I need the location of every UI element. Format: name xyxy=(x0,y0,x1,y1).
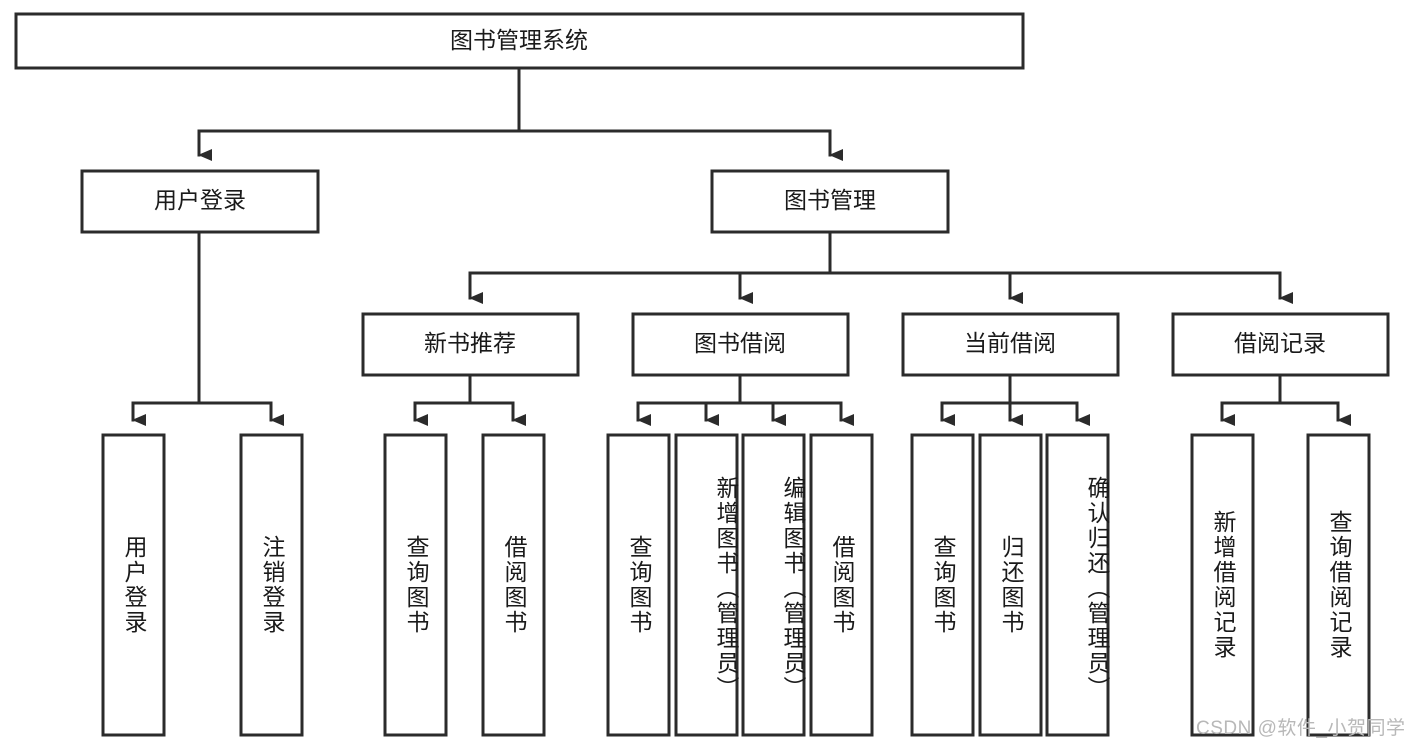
node-new-book-recommend-label: 新书推荐 xyxy=(424,330,516,356)
node-book-manage-box[interactable] xyxy=(710,169,950,234)
node-current-borrow-box[interactable] xyxy=(901,312,1120,377)
leaf-box-add-book[interactable] xyxy=(674,433,739,737)
node-book-borrow-box[interactable] xyxy=(631,312,850,377)
leaf-box-query-book-3[interactable] xyxy=(910,433,975,737)
leaf-box-add-record[interactable] xyxy=(1190,433,1255,737)
node-new-book-recommend[interactable]: 新书推荐 xyxy=(361,312,580,377)
node-borrow-record-box[interactable] xyxy=(1171,312,1390,377)
leaf-box-user-login[interactable] xyxy=(101,433,166,737)
csdn-watermark: CSDN @软件_小贺同学 xyxy=(1196,718,1405,739)
leaf-box-return-book[interactable] xyxy=(978,433,1043,737)
leaf-box-borrow-book-2[interactable] xyxy=(809,433,874,737)
node-new-book-recommend-box[interactable] xyxy=(361,312,580,377)
leaf-box-confirm-return[interactable] xyxy=(1045,433,1110,737)
node-user-login-label: 用户登录 xyxy=(154,187,246,213)
leaf-box-edit-book[interactable] xyxy=(741,433,806,737)
node-user-login-box[interactable] xyxy=(80,169,320,234)
connectors-root-to-level2 xyxy=(197,66,843,161)
node-borrow-record[interactable]: 借阅记录 xyxy=(1171,312,1390,377)
node-current-borrow[interactable]: 当前借阅 xyxy=(901,312,1120,377)
node-user-login[interactable]: 用户登录 xyxy=(80,169,320,234)
node-root-system-box[interactable] xyxy=(14,12,1025,70)
node-borrow-record-label: 借阅记录 xyxy=(1234,330,1326,356)
connectors-book-borrow-to-leaves xyxy=(636,373,854,426)
connectors-book-manage-to-level3 xyxy=(468,230,1293,304)
connectors-current-borrow-to-leaves xyxy=(940,373,1090,426)
node-book-borrow-label: 图书借阅 xyxy=(694,330,786,356)
connectors-borrow-record-to-leaves xyxy=(1220,373,1351,426)
leaf-box-query-book-2[interactable] xyxy=(606,433,671,737)
node-current-borrow-label: 当前借阅 xyxy=(964,330,1056,356)
node-root-system[interactable]: 图书管理系统 xyxy=(14,12,1025,70)
connectors-new-book-rec-to-leaves xyxy=(413,373,526,426)
leaf-box-borrow-book-1[interactable] xyxy=(481,433,546,737)
leaf-box-logout[interactable] xyxy=(239,433,304,737)
connectors-user-login-to-leaves xyxy=(131,230,284,426)
node-root-system-label: 图书管理系统 xyxy=(450,27,588,53)
node-book-borrow[interactable]: 图书借阅 xyxy=(631,312,850,377)
node-book-manage-label: 图书管理 xyxy=(784,187,876,213)
leaf-box-query-book-1[interactable] xyxy=(383,433,448,737)
node-book-manage[interactable]: 图书管理 xyxy=(710,169,950,234)
leaf-box-query-record[interactable] xyxy=(1306,433,1371,737)
